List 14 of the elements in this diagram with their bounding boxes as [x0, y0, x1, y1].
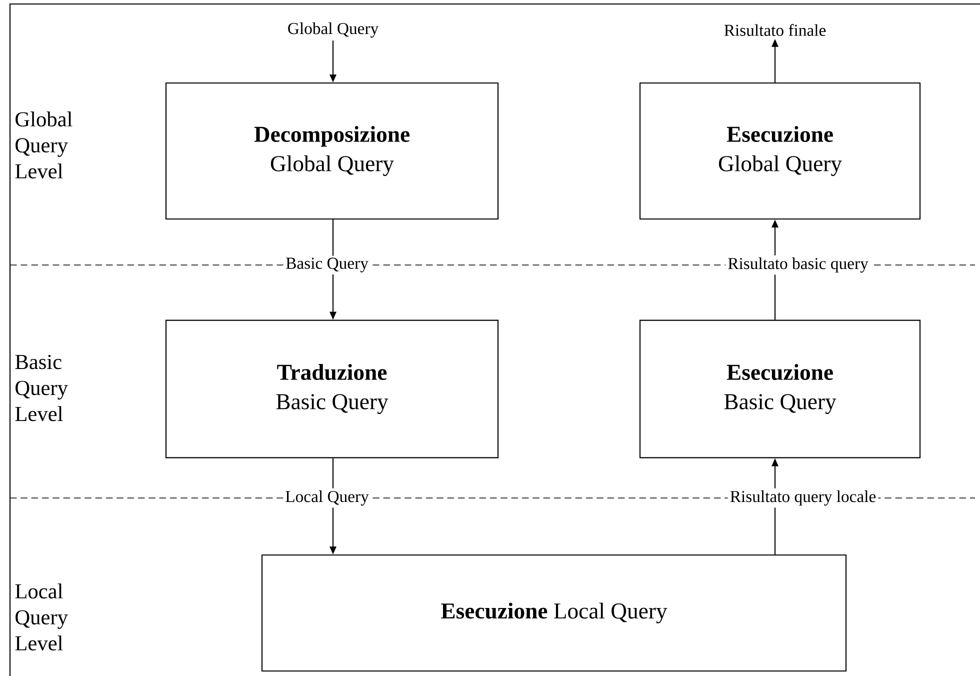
process-box: Esecuzione Local Query — [261, 554, 847, 672]
level-label: Global Query Level — [15, 112, 72, 178]
process-box: Esecuzione Global Query — [639, 82, 921, 220]
query-text: Risultato finale — [724, 24, 826, 36]
level-label: Basic Query Level — [15, 354, 68, 422]
edge-label: Basic Query — [286, 258, 368, 272]
edge-label: Risultato query locale — [730, 490, 876, 506]
query-text: Global Query — [288, 22, 379, 38]
process-box: Traduzione Basic Query — [165, 320, 499, 458]
process-box: Esecuzione Basic Query — [639, 320, 921, 458]
level-label: Local Query Level — [15, 584, 68, 651]
edge-label: Local Query — [286, 490, 369, 506]
edge-label: Risultato basic query — [728, 257, 868, 273]
process-box: Decomposizione Global Query — [165, 82, 499, 220]
